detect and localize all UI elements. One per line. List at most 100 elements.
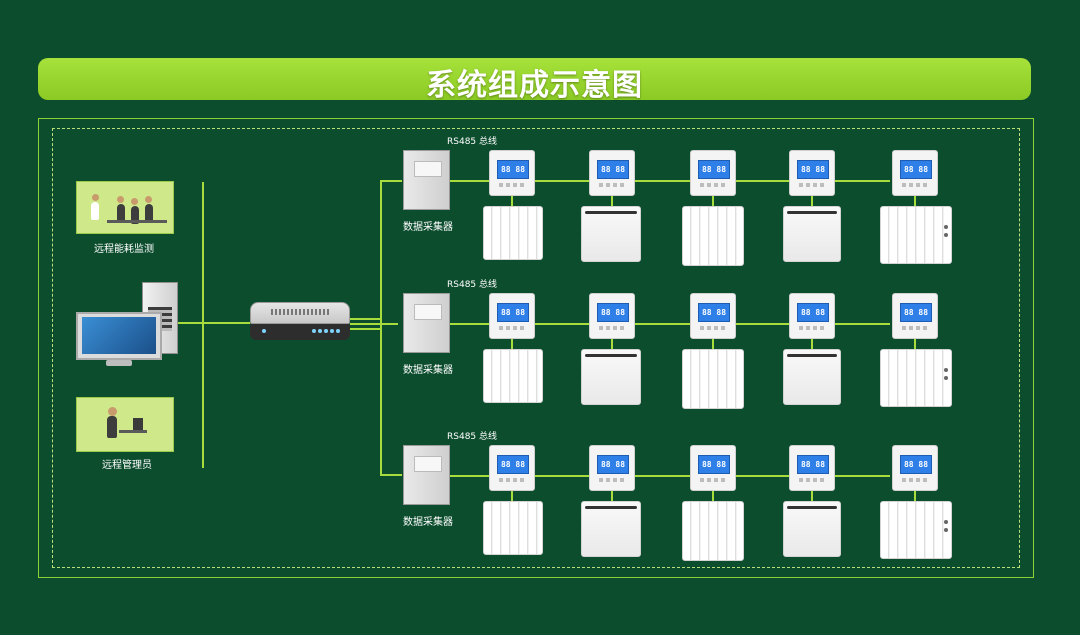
radiator-heater: [581, 501, 641, 557]
thermostat-display: 88 88: [597, 303, 629, 322]
thermostat-buttons: [799, 326, 827, 330]
thermostat-display: 88 88: [597, 160, 629, 179]
attendee-figure: [131, 206, 139, 224]
switch-top: [250, 302, 350, 324]
thermostat: 88 88: [892, 150, 938, 196]
thermostat: 88 88: [892, 445, 938, 491]
radiator-heater: [483, 206, 543, 260]
diagram-frame: [38, 118, 1034, 578]
bus-label: RS485 总线: [447, 137, 498, 147]
thermostat: 88 88: [690, 293, 736, 339]
thermostat-buttons: [599, 478, 627, 482]
thermostat-drop-line: [712, 489, 714, 503]
bus-label: RS485 总线: [447, 432, 498, 442]
data-collector: [403, 150, 450, 210]
thermostat-display: 88 88: [497, 160, 529, 179]
thermostat-buttons: [902, 183, 930, 187]
thermostat-drop-line: [511, 489, 513, 503]
heater-knob: [944, 528, 948, 532]
radiator-heater: [880, 349, 952, 407]
heater-knob: [944, 233, 948, 237]
radiator-heater: [581, 349, 641, 405]
collector-plate: [414, 161, 442, 177]
pc-stand: [106, 360, 132, 366]
thermostat: 88 88: [690, 150, 736, 196]
presenter-head: [92, 194, 99, 201]
collector-label: 数据采集器: [403, 365, 453, 376]
switch-led: [336, 329, 340, 333]
thermostat-display: 88 88: [497, 455, 529, 474]
heater-knob: [944, 225, 948, 229]
remote-admin-photo: [76, 397, 174, 452]
switch-out-line-1: [350, 318, 380, 320]
thermostat-buttons: [700, 326, 728, 330]
thermostat-display: 88 88: [900, 160, 932, 179]
radiator-heater: [783, 349, 841, 405]
title-banner: 系统组成示意图: [38, 58, 1031, 103]
collector-label: 数据采集器: [403, 517, 453, 528]
thermostat-drop-line: [511, 337, 513, 351]
thermostat: 88 88: [489, 445, 535, 491]
attendee-head: [145, 196, 152, 203]
heater-knob: [944, 376, 948, 380]
thermostat-display: 88 88: [597, 455, 629, 474]
radiator-heater: [783, 206, 841, 262]
rs485-bus-line: [450, 323, 890, 325]
collector-plate: [414, 456, 442, 472]
thermostat-display: 88 88: [497, 303, 529, 322]
thermostat-display: 88 88: [900, 455, 932, 474]
pc-monitor: [76, 312, 162, 360]
thermostat-buttons: [599, 183, 627, 187]
diagram-inner-frame: [52, 128, 1020, 568]
thermostat-buttons: [799, 183, 827, 187]
radiator-heater: [483, 349, 543, 403]
switch-led: [318, 329, 322, 333]
switch-led: [324, 329, 328, 333]
attendee-head: [117, 196, 124, 203]
attendee-figure: [145, 204, 153, 222]
thermostat-buttons: [902, 478, 930, 482]
thermostat: 88 88: [892, 293, 938, 339]
thermostat-display: 88 88: [698, 160, 730, 179]
heater-knob: [944, 520, 948, 524]
branch-row3-line: [380, 474, 402, 476]
thermostat-buttons: [700, 478, 728, 482]
admin-figure: [107, 416, 117, 438]
thermostat: 88 88: [789, 150, 835, 196]
thermostat-drop-line: [811, 489, 813, 503]
thermostat-drop-line: [914, 337, 916, 351]
thermostat-drop-line: [611, 194, 613, 208]
radiator-heater: [682, 501, 744, 561]
admin-monitor: [133, 418, 143, 430]
thermostat: 88 88: [690, 445, 736, 491]
radiator-heater: [581, 206, 641, 262]
thermostat-drop-line: [914, 194, 916, 208]
thermostat: 88 88: [789, 293, 835, 339]
radiator-heater: [682, 206, 744, 266]
radiator-heater: [783, 501, 841, 557]
attendee-head: [131, 198, 138, 205]
bus-label: RS485 总线: [447, 280, 498, 290]
thermostat: 88 88: [489, 150, 535, 196]
thermostat-display: 88 88: [797, 303, 829, 322]
presenter-figure: [91, 202, 99, 220]
meeting-table: [107, 220, 167, 223]
thermostat-display: 88 88: [797, 160, 829, 179]
thermostat-drop-line: [611, 337, 613, 351]
heater-knob: [944, 368, 948, 372]
pc-screen: [82, 317, 156, 354]
admin-head: [108, 407, 117, 416]
thermostat-display: 88 88: [797, 455, 829, 474]
thermostat-buttons: [599, 326, 627, 330]
collector-plate: [414, 304, 442, 320]
thermostat-buttons: [499, 326, 527, 330]
thermostat-display: 88 88: [698, 455, 730, 474]
switch-out-line-3: [350, 328, 380, 330]
thermostat: 88 88: [589, 445, 635, 491]
thermostat-drop-line: [811, 194, 813, 208]
rs485-bus-line: [450, 180, 890, 182]
page-title: 系统组成示意图: [426, 68, 643, 103]
radiator-heater: [880, 501, 952, 559]
data-collector: [403, 293, 450, 353]
thermostat: 88 88: [589, 150, 635, 196]
